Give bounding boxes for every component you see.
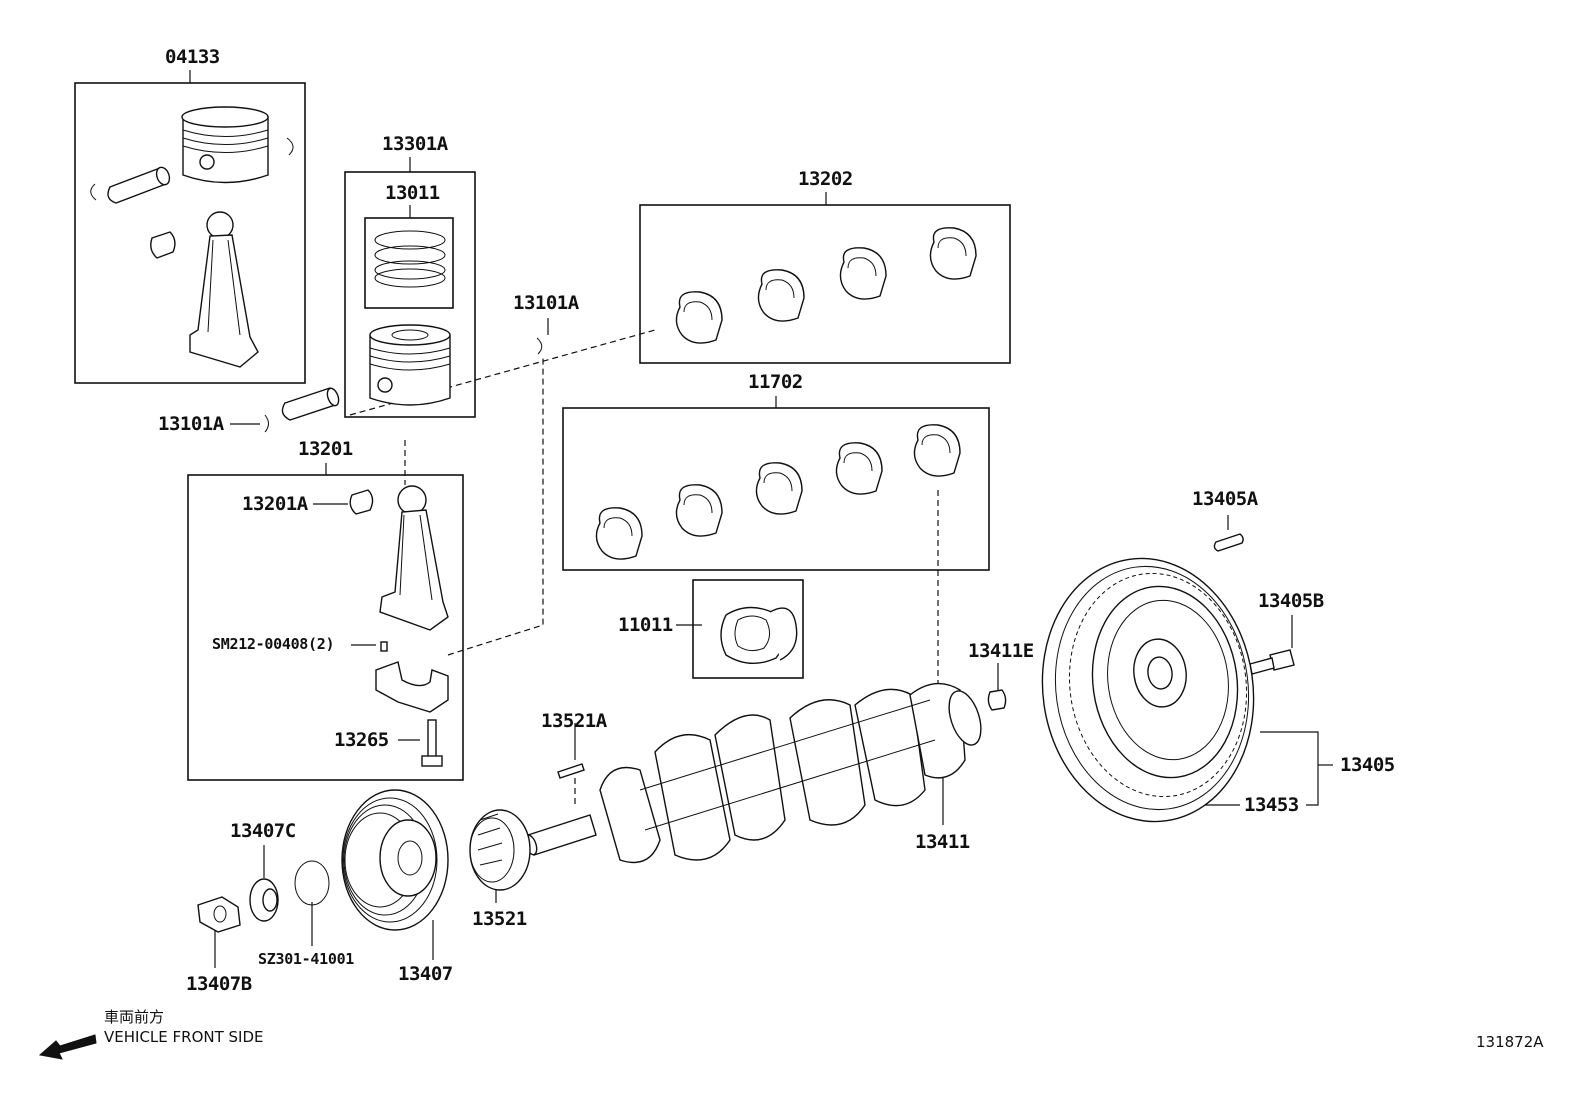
piston-pin-icon bbox=[281, 387, 340, 421]
dowel-pin-icon bbox=[987, 689, 1007, 711]
callout-13301a[interactable]: 13301A bbox=[382, 133, 448, 155]
piston-icon bbox=[181, 106, 269, 184]
crank-pulley-icon bbox=[341, 789, 449, 931]
callout-11702[interactable]: 11702 bbox=[748, 371, 803, 393]
callout-13405[interactable]: 13405 bbox=[1340, 754, 1395, 776]
rod-bearing-icon bbox=[675, 227, 977, 344]
bolt-icon bbox=[380, 641, 443, 767]
rod-bushing-icon bbox=[150, 231, 176, 259]
callout-13201a[interactable]: 13201A bbox=[242, 493, 308, 515]
piston-icon bbox=[369, 324, 451, 406]
nut-icon bbox=[197, 896, 241, 933]
flywheel-icon bbox=[1041, 557, 1255, 823]
callout-13101a-left[interactable]: 13101A bbox=[158, 413, 224, 435]
callout-13201[interactable]: 13201 bbox=[298, 438, 353, 460]
snap-ring-icon bbox=[90, 137, 294, 201]
callout-13011[interactable]: 13011 bbox=[385, 182, 440, 204]
callout-13411[interactable]: 13411 bbox=[915, 831, 970, 853]
callout-13405a[interactable]: 13405A bbox=[1192, 488, 1258, 510]
o-ring-icon bbox=[294, 860, 330, 906]
timing-gear-icon bbox=[469, 809, 531, 891]
leader-lines bbox=[189, 70, 1333, 968]
callout-04133[interactable]: 04133 bbox=[165, 46, 220, 68]
callout-13521a[interactable]: 13521A bbox=[541, 710, 607, 732]
box-11011 bbox=[692, 579, 804, 679]
callout-sm212[interactable]: SM212-00408(2) bbox=[212, 635, 335, 653]
callout-13405b[interactable]: 13405B bbox=[1258, 590, 1324, 612]
bolt-icon bbox=[1249, 649, 1295, 675]
key-icon bbox=[557, 763, 585, 779]
rod-bushing-icon bbox=[349, 489, 374, 515]
snap-ring-icon bbox=[264, 337, 543, 433]
front-note-japanese: 車両前方 bbox=[104, 1008, 165, 1026]
box-13011 bbox=[364, 217, 454, 309]
callout-13411e[interactable]: 13411E bbox=[968, 640, 1034, 662]
callout-11011[interactable]: 11011 bbox=[618, 614, 673, 636]
piston-ring-set-icon bbox=[374, 230, 446, 288]
box-13202 bbox=[639, 204, 1011, 364]
callout-13407[interactable]: 13407 bbox=[398, 963, 453, 985]
callout-13453[interactable]: 13453 bbox=[1244, 794, 1299, 816]
piston-pin-icon bbox=[107, 166, 171, 204]
callout-13407c[interactable]: 13407C bbox=[230, 820, 296, 842]
direction-arrow-icon bbox=[38, 1034, 97, 1060]
image-code: 131872A bbox=[1476, 1033, 1544, 1051]
callout-13101a-top[interactable]: 13101A bbox=[513, 292, 579, 314]
callout-13265[interactable]: 13265 bbox=[334, 729, 389, 751]
pin-icon bbox=[1213, 533, 1244, 552]
callout-13202[interactable]: 13202 bbox=[798, 168, 853, 190]
crankshaft-icon bbox=[524, 682, 982, 864]
callout-13407b[interactable]: 13407B bbox=[186, 973, 252, 995]
callout-sz301[interactable]: SZ301-41001 bbox=[258, 950, 355, 968]
front-note-english: VEHICLE FRONT SIDE bbox=[104, 1028, 264, 1046]
connecting-rod-icon bbox=[189, 211, 259, 368]
washer-icon bbox=[249, 878, 279, 922]
rod-cap-icon bbox=[375, 661, 449, 713]
connecting-rod-icon bbox=[379, 485, 449, 631]
callout-13521[interactable]: 13521 bbox=[472, 908, 527, 930]
main-bearing-icon bbox=[595, 424, 961, 560]
thrust-washer-icon bbox=[720, 606, 798, 664]
